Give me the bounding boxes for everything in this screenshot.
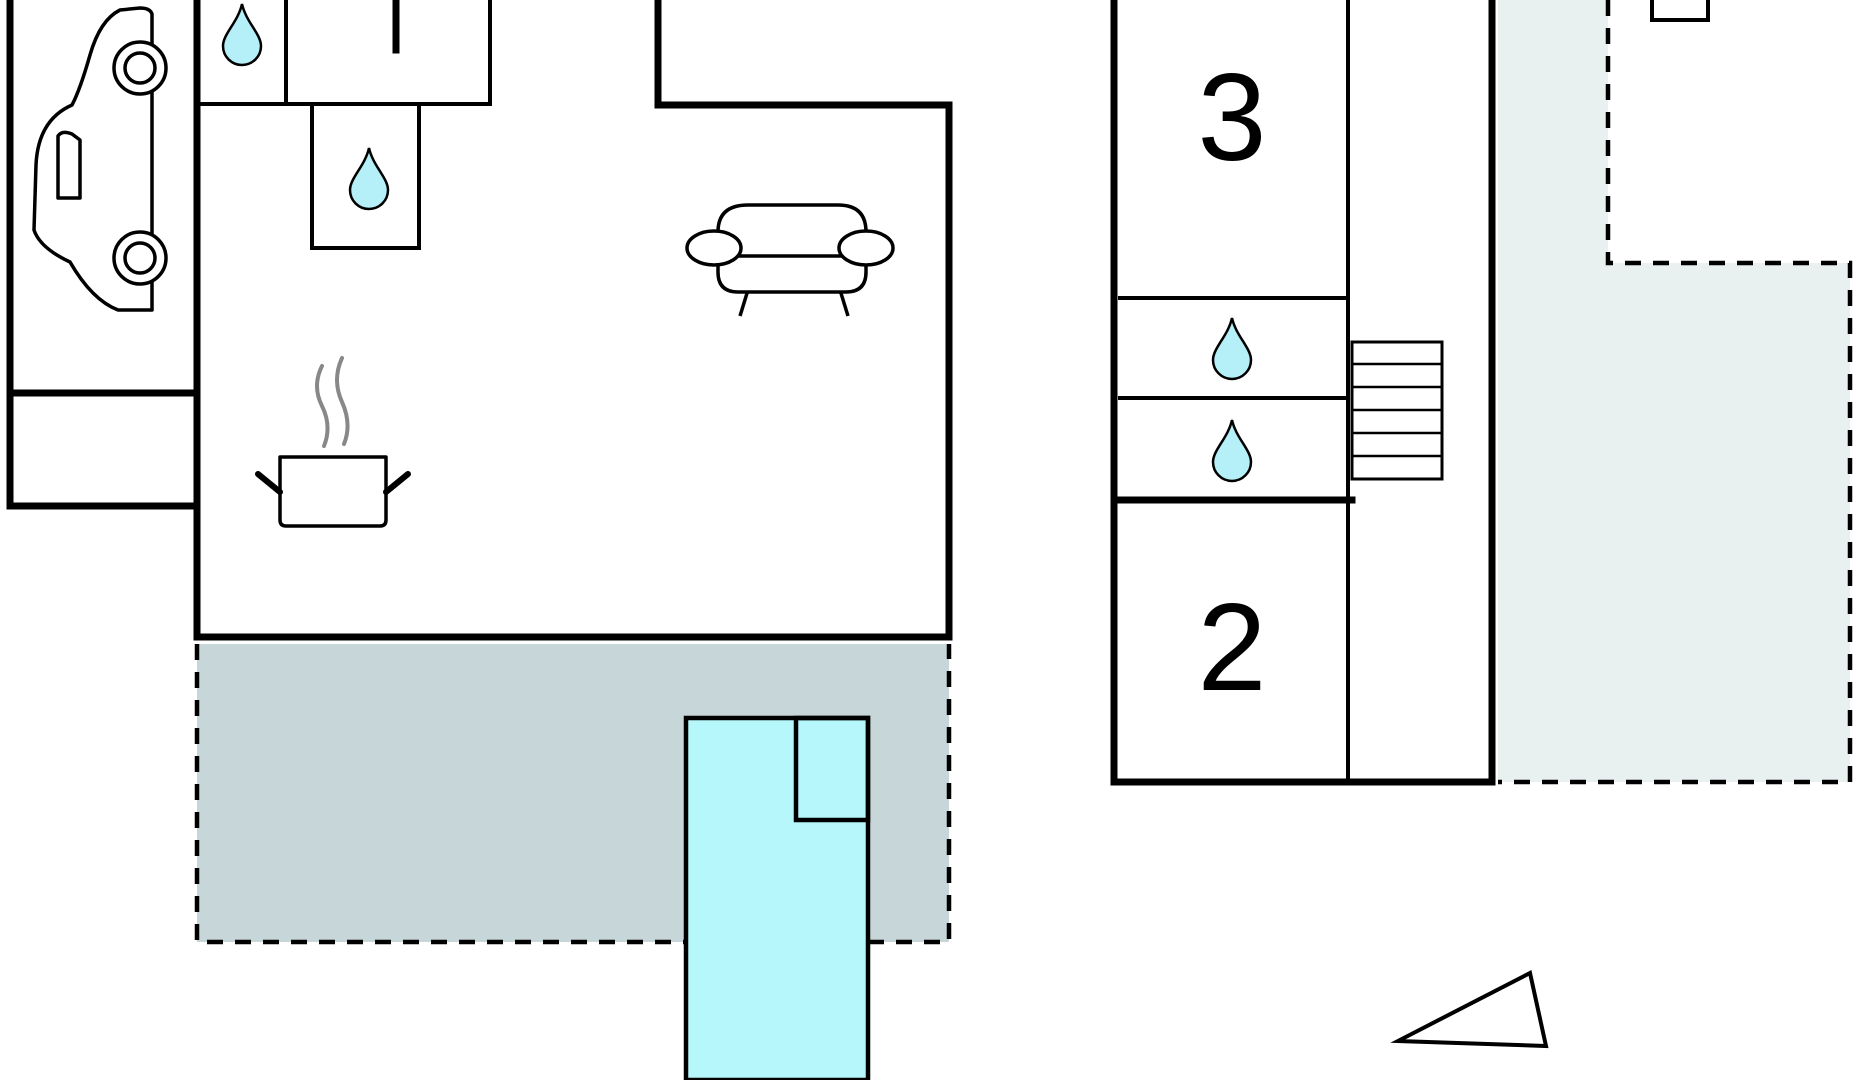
sofa-icon	[685, 203, 895, 317]
north-arrow-icon	[1390, 970, 1549, 1049]
room-number-2: 2	[1198, 579, 1267, 717]
car-icon	[32, 6, 168, 312]
right-building-wall	[1110, 0, 1496, 786]
room-number-3: 3	[1198, 49, 1267, 187]
top-right-box	[1650, 0, 1710, 22]
terrace-dashed-outline	[194, 644, 952, 945]
bathroom-wall	[197, 0, 492, 106]
terrace-area-right	[1498, 0, 1850, 782]
living-room-wall	[193, 0, 953, 641]
terrace-right-dashed-outline	[1498, 0, 1853, 785]
water-drop-icon	[221, 3, 263, 67]
water-drop-icon	[1211, 317, 1253, 381]
cooking-pot-icon	[255, 356, 411, 528]
water-drop-icon	[348, 147, 390, 211]
garage-wall	[6, 0, 201, 510]
water-drop-icon	[1211, 419, 1253, 483]
stairs-icon	[1350, 340, 1444, 481]
swimming-pool	[683, 715, 871, 1080]
pool-steps	[793, 715, 871, 823]
shower-box	[310, 102, 421, 250]
